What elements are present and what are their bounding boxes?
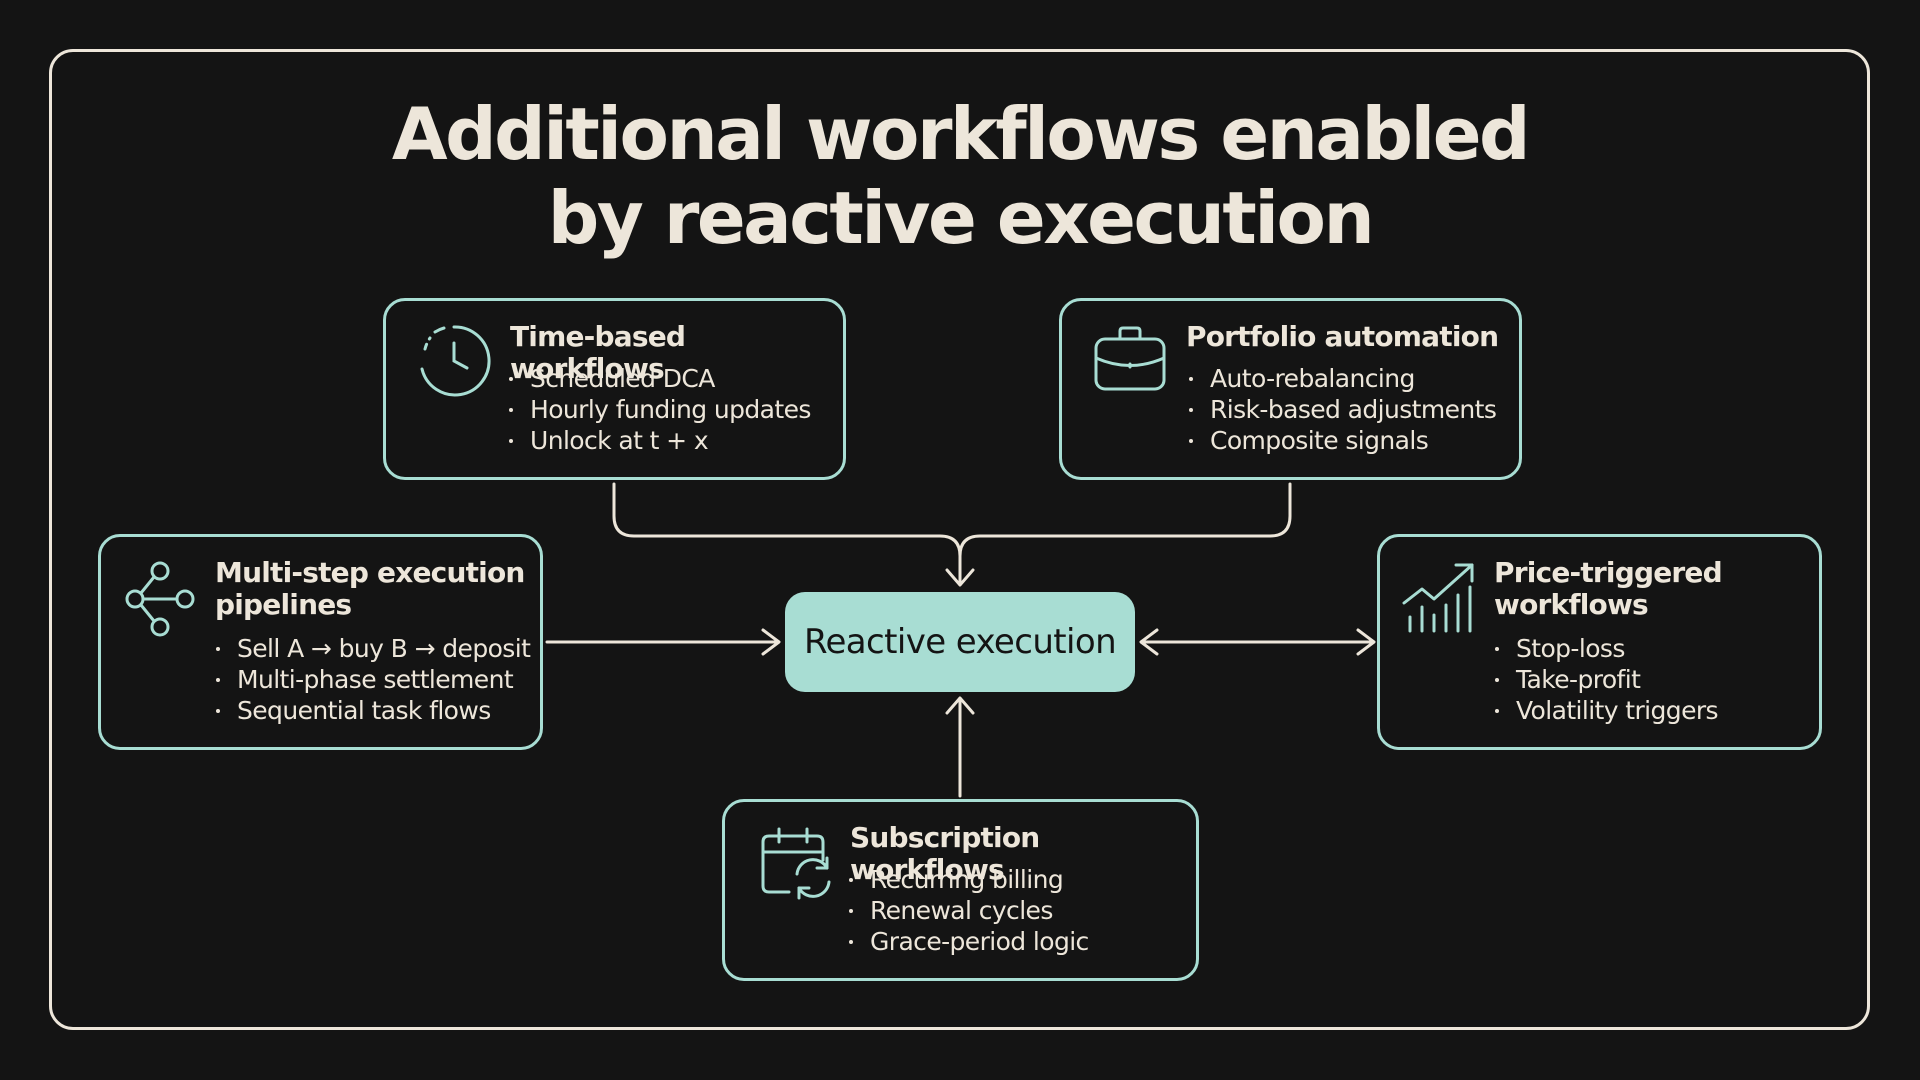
list-item: Risk-based adjustments	[1186, 394, 1497, 425]
list-item: Unlock at t + x	[506, 425, 811, 456]
card-bullet-list: Auto-rebalancing Risk-based adjustments …	[1186, 363, 1497, 456]
arrowhead-bottom	[945, 696, 975, 715]
title-line-1: Additional workflows enabled	[391, 92, 1531, 176]
calendar-refresh-icon	[759, 826, 835, 902]
clock-icon	[416, 323, 492, 399]
card-bullet-list: Stop-loss Take-profit Volatility trigger…	[1492, 633, 1719, 726]
connector-time-based	[612, 482, 962, 586]
card-bullet-list: Recurring billing Renewal cycles Grace-p…	[846, 864, 1089, 957]
card-bullet-list: Sell A → buy B → deposit Multi-phase set…	[213, 633, 531, 726]
list-item: Sell A → buy B → deposit	[213, 633, 531, 664]
connector-portfolio	[958, 482, 1292, 558]
list-item: Take-profit	[1492, 664, 1718, 695]
card-title-line-2: workflows	[1494, 588, 1649, 621]
list-item: Auto-rebalancing	[1186, 363, 1496, 394]
card-portfolio-automation: Portfolio automation Auto-rebalancing Ri…	[1059, 298, 1522, 480]
arrowhead-right-outer	[1356, 628, 1376, 656]
card-price-triggered-workflows: Price-triggered workflows Stop-loss Take…	[1377, 534, 1822, 750]
card-multi-step-pipelines: Multi-step execution pipelines Sell A → …	[98, 534, 543, 750]
list-item: Scheduled DCA	[506, 363, 811, 394]
card-title: Multi-step execution pipelines	[215, 557, 525, 621]
arrowhead-left	[761, 628, 781, 656]
trend-chart-icon	[1402, 561, 1478, 637]
slide-frame	[49, 49, 1870, 1030]
pipeline-nodes-icon	[123, 561, 199, 637]
list-item: Composite signals	[1186, 425, 1496, 456]
list-item: Renewal cycles	[846, 895, 1089, 926]
arrowhead-top	[945, 568, 975, 587]
card-title: Time-based workflows	[510, 320, 686, 385]
card-bullet-list: Scheduled DCA Hourly funding updates Unl…	[506, 363, 811, 456]
briefcase-icon	[1092, 323, 1168, 399]
slide-title: Additional workflows enabled by reactive…	[0, 92, 1920, 260]
list-item: Sequential task flows	[213, 695, 530, 726]
card-time-based-workflows: Time-based workflows Scheduled DCA Hourl…	[383, 298, 846, 480]
title-line-2: by reactive execution	[547, 176, 1375, 260]
reactive-execution-node: Reactive execution	[785, 592, 1135, 692]
card-title-line-2: pipelines	[215, 588, 352, 621]
card-title: Portfolio automation	[1186, 320, 1499, 353]
card-subscription-workflows: Subscription workflows Recurring billing…	[722, 799, 1199, 981]
list-item: Volatility triggers	[1492, 695, 1719, 726]
list-item: Grace-period logic	[846, 926, 1089, 957]
card-title-line-1: Multi-step execution	[215, 556, 525, 589]
list-item: Multi-phase settlement	[213, 664, 530, 695]
arrowhead-right-inner	[1139, 628, 1159, 656]
list-item: Hourly funding updates	[506, 394, 811, 425]
list-item: Stop-loss	[1492, 633, 1718, 664]
card-title-line-1: Price-triggered	[1494, 556, 1723, 589]
card-title: Subscription workflows	[850, 821, 1040, 886]
card-title: Price-triggered workflows	[1494, 556, 1723, 621]
list-item: Recurring billing	[846, 864, 1089, 895]
